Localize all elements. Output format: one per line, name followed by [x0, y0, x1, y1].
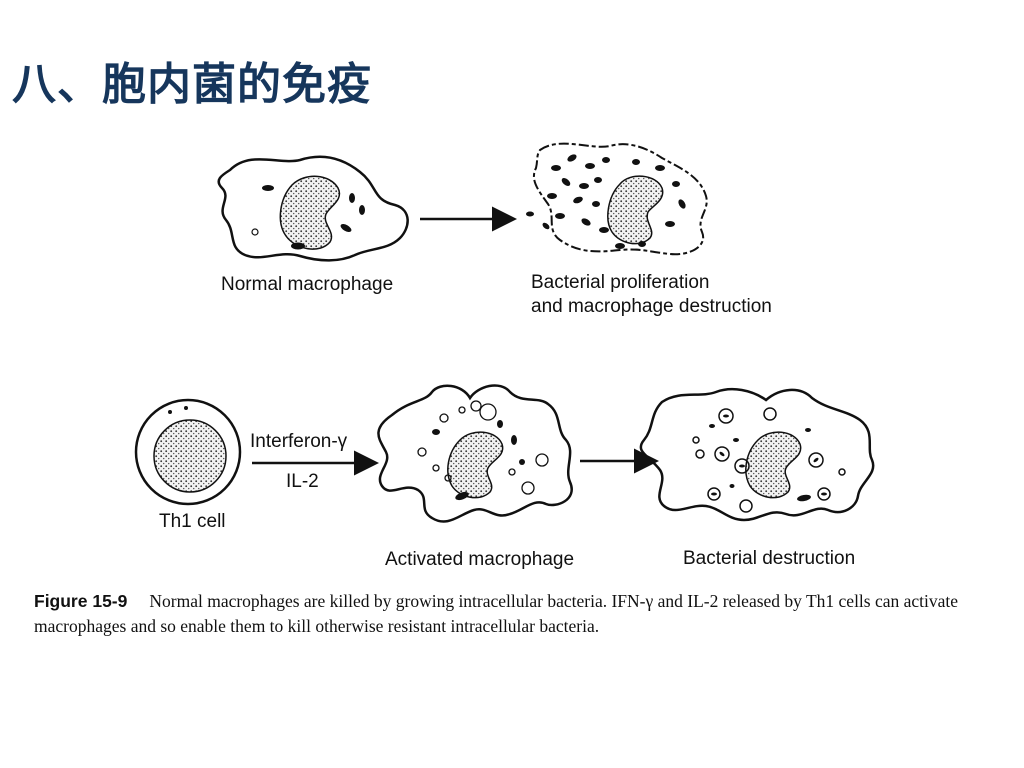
- activated-macrophage-nucleus: [447, 431, 504, 499]
- normal-macrophage-membrane: [217, 155, 409, 262]
- bacteria-cluster: [526, 154, 686, 249]
- th1-cell: [134, 398, 242, 506]
- bacterium: [511, 435, 517, 445]
- killing-macrophage-membrane: [639, 388, 875, 522]
- destruction-label-line2: and macrophage destruction: [531, 296, 772, 317]
- destroyed-macrophage: [526, 142, 708, 256]
- bacterium: [455, 491, 469, 501]
- bacterium: [432, 429, 440, 435]
- th1-cell-nucleus: [153, 419, 227, 493]
- bacterium: [340, 224, 352, 232]
- bacterium: [359, 205, 365, 215]
- bacterium: [497, 420, 503, 428]
- granule: [184, 406, 188, 410]
- destroyed-macrophage-nucleus: [607, 175, 664, 245]
- bacterium: [262, 185, 274, 191]
- killed-bacteria-fragments: [709, 414, 827, 502]
- figure-caption-label: Figure 15-9: [34, 591, 128, 611]
- bacterium: [291, 242, 305, 250]
- phagolysosomes: [692, 407, 846, 513]
- figure-caption-text: Normal macrophages are killed by growing…: [34, 591, 959, 636]
- vacuole: [251, 228, 259, 236]
- activated-macrophage-label: Activated macrophage: [385, 549, 574, 570]
- slide-title: 八、胞内菌的免疫: [12, 59, 372, 110]
- destroyed-macrophage-membrane: [532, 142, 708, 256]
- bacterium: [519, 459, 525, 465]
- activated-macrophage-membrane: [377, 384, 573, 523]
- th1-cell-label: Th1 cell: [159, 511, 226, 532]
- vacuoles: [417, 400, 549, 495]
- bacterium: [349, 193, 355, 203]
- activated-macrophage: [377, 384, 573, 523]
- bacterial-destruction-macrophage: [639, 388, 875, 522]
- normal-macrophage-label: Normal macrophage: [221, 274, 393, 295]
- destruction-label-line1: Bacterial proliferation: [531, 272, 709, 293]
- normal-macrophage-nucleus: [279, 175, 341, 250]
- normal-macrophage: [217, 155, 409, 262]
- granule: [168, 410, 172, 414]
- signal-label-il2: IL-2: [286, 471, 319, 492]
- bacterial-destruction-label: Bacterial destruction: [683, 548, 855, 569]
- killing-macrophage-nucleus: [745, 431, 802, 499]
- signal-label-interferon: Interferon-γ: [250, 431, 348, 452]
